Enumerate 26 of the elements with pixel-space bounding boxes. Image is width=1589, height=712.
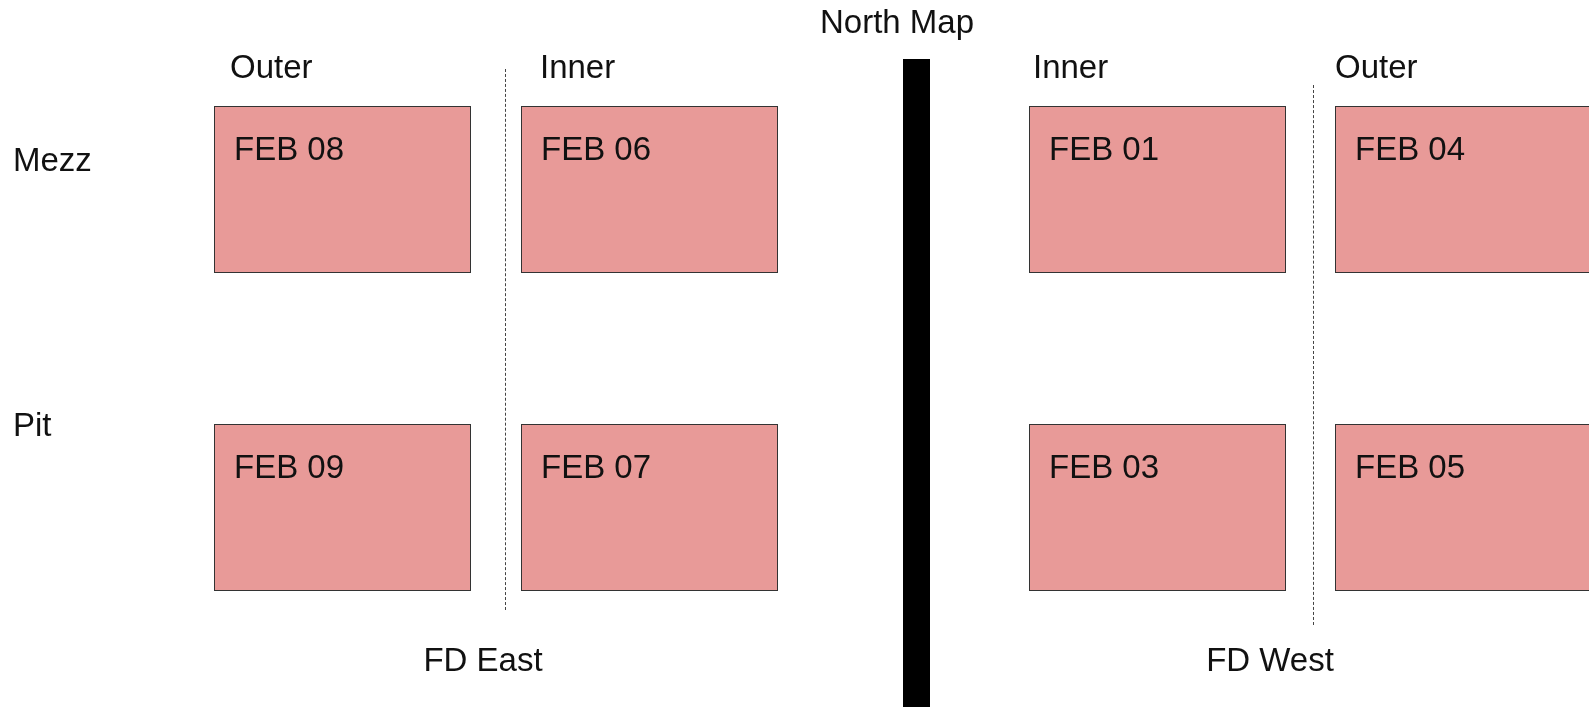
area-label: FD West — [1206, 641, 1334, 679]
date-text: FEB 05 — [1355, 449, 1466, 485]
area-label: North Map — [819, 3, 975, 41]
date-text: FEB 09 — [234, 449, 345, 485]
date-text: FEB 08 — [234, 131, 345, 167]
date-box — [521, 106, 778, 273]
date-box — [1029, 424, 1286, 591]
date-box — [214, 424, 471, 591]
area-label: Inner — [540, 48, 616, 86]
date-text: FEB 03 — [1049, 449, 1160, 485]
date-text: FEB 01 — [1049, 131, 1160, 167]
area-label: Pit — [13, 406, 52, 444]
date-text: FEB 07 — [541, 449, 652, 485]
date-box — [1029, 106, 1286, 273]
wall-bar — [903, 59, 930, 707]
date-box — [521, 424, 778, 591]
area-label: Outer — [1335, 48, 1418, 86]
date-box — [1335, 424, 1589, 591]
date-text: FEB 06 — [541, 131, 652, 167]
date-box — [214, 106, 471, 273]
area-label: FD East — [423, 641, 543, 679]
date-text: FEB 04 — [1355, 131, 1466, 167]
date-box — [1335, 106, 1589, 273]
area-label: Mezz — [13, 141, 92, 179]
area-label: Outer — [230, 48, 313, 86]
area-label: Inner — [1033, 48, 1109, 86]
